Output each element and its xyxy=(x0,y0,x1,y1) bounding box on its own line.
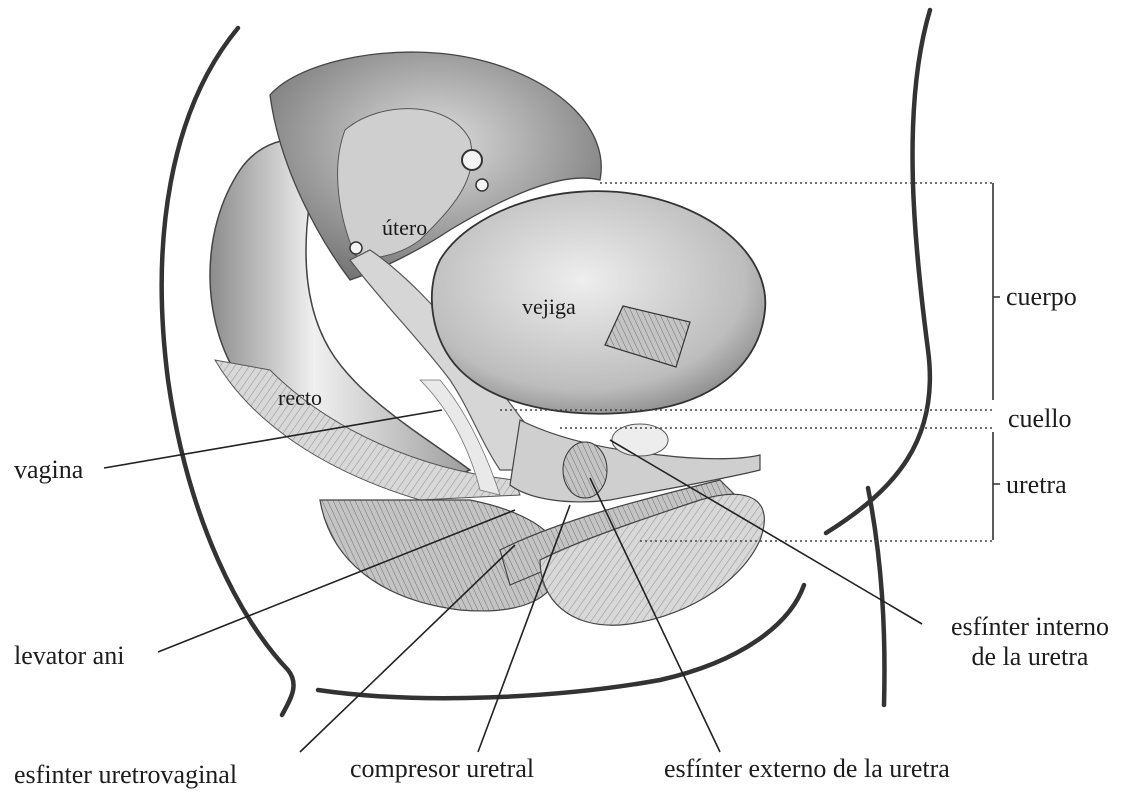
label-esfinter-uretrovaginal: esfinter uretrovaginal xyxy=(14,760,237,790)
label-esfinter-interno-line2: de la uretra xyxy=(925,642,1135,672)
label-levator-ani: levator ani xyxy=(14,641,124,671)
outline-right-upper xyxy=(826,10,930,533)
label-esfinter-interno: esfínter interno de la uretra xyxy=(925,612,1135,672)
bladder xyxy=(432,191,766,413)
label-uretra: uretra xyxy=(1006,470,1067,500)
uterine-os xyxy=(462,150,482,170)
label-cuerpo: cuerpo xyxy=(1006,282,1077,312)
label-esfinter-externo: esfínter externo de la uretra xyxy=(664,754,950,784)
bracket-uretra xyxy=(993,432,1000,540)
brackets xyxy=(993,183,1000,540)
label-utero: útero xyxy=(382,216,427,240)
label-recto: recto xyxy=(278,386,322,410)
bracket-cuerpo xyxy=(993,183,1000,400)
label-esfinter-interno-line1: esfínter interno xyxy=(925,612,1135,642)
label-cuello: cuello xyxy=(1008,404,1072,434)
label-vagina: vagina xyxy=(14,455,83,485)
label-vejiga: vejiga xyxy=(522,295,576,319)
label-compresor-uretral: compresor uretral xyxy=(350,754,534,784)
